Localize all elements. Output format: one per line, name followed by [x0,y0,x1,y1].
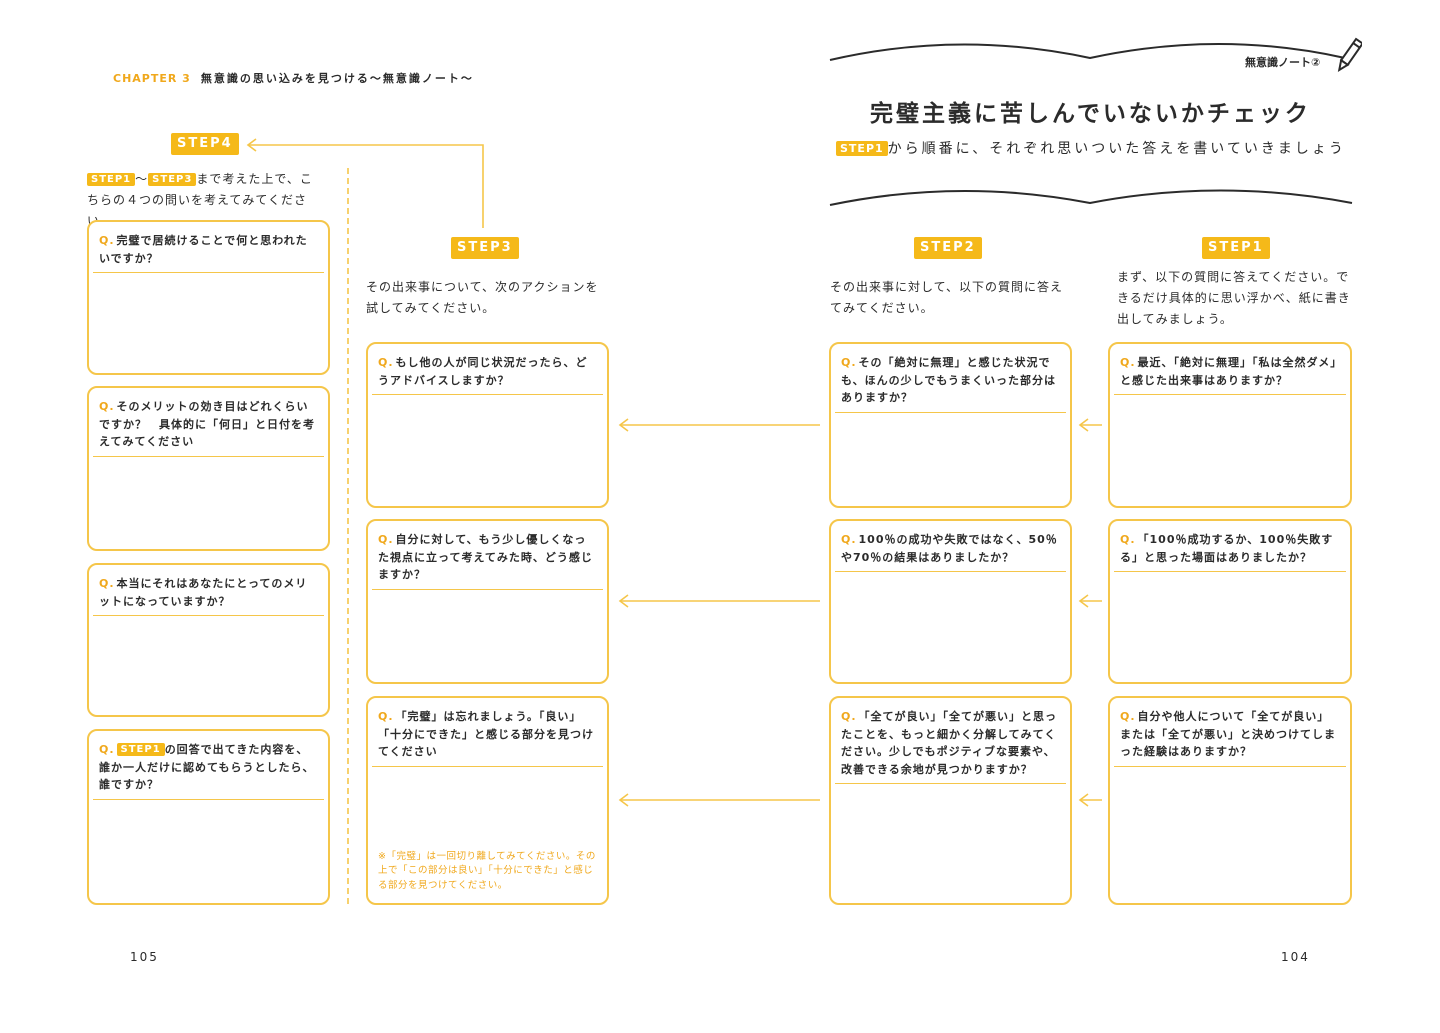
step1-mini-badge: STEP1 [116,743,165,756]
answer-divider [93,615,324,616]
step1-question-card-3[interactable]: Q.自分や他人について「全てが良い」または「全てが悪い」と決めつけてしまった経験… [1108,696,1352,905]
step2-intro: その出来事に対して、以下の質問に答えてみてください。 [830,280,1064,315]
answer-divider [835,412,1066,413]
step3-intro: その出来事について、次のアクションを試してみてください。 [366,280,599,315]
step1-mini-badge: STEP1 [87,173,136,186]
answer-divider [835,571,1066,572]
step2-question-card-2[interactable]: Q.100％の成功や失敗ではなく、50％や70％の結果はありましたか？ [829,519,1072,684]
intro-separator: 〜 [135,172,149,186]
page-number-right: 104 [1281,950,1310,964]
answer-divider [1114,766,1346,767]
notebook-bottom-curve [829,189,1353,206]
question-text: Q.自分に対して、もう少し優しくなった視点に立って考えてみた時、どう感じますか？ [378,533,593,581]
step3-question-card-2[interactable]: Q.自分に対して、もう少し優しくなった視点に立って考えてみた時、どう感じますか？ [366,519,609,684]
intro-line-1: まで考えた上で、こ [196,172,313,186]
question-text: Q.「完璧」は忘れましょう。「良い」「十分にできた」と感じる部分を見つけてくださ… [378,710,594,758]
answer-divider [835,783,1066,784]
step1-question-card-1[interactable]: Q.最近、「絶対に無理」「私は全然ダメ」と感じた出来事はありますか？ [1108,342,1352,508]
chapter-label: CHAPTER 3 [113,72,191,85]
question-text: Q.その「絶対に無理」と感じた状況でも、ほんの少しでもうまくいった部分はあります… [841,356,1057,404]
question-text: Q.自分や他人について「全てが良い」または「全てが悪い」と決めつけてしまった経験… [1120,710,1336,758]
answer-divider [372,394,603,395]
step3-question-card-1[interactable]: Q.もし他の人が同じ状況だったら、どうアドバイスしますか？ [366,342,609,508]
chapter-title: 無意識の思い込みを見つける〜無意識ノート〜 [200,72,474,85]
question-text: Q.本当にそれはあなたにとってのメリットになっていますか？ [99,577,308,608]
step4-question-card-2[interactable]: Q.そのメリットの効き目はどれくらいですか？ 具体的に「何日」と日付を考えてみて… [87,386,330,551]
step1-intro: まず、以下の質問に答えてください。できるだけ具体的に思い浮かべ、紙に書き出してみ… [1117,270,1351,326]
step1-badge: STEP1 [1202,237,1270,259]
chapter-header: CHAPTER 3 無意識の思い込みを見つける〜無意識ノート〜 [113,70,474,86]
pencil-icon [1337,37,1362,72]
step3-note: ※「完璧」は一回切り離してみてください。その上で「この部分は良い」「十分にできた… [378,850,596,891]
question-text: Q.100％の成功や失敗ではなく、50％や70％の結果はありましたか？ [841,533,1058,564]
step4-badge: STEP4 [171,133,239,155]
step1-question-card-2[interactable]: Q.「100％成功するか、100％失敗する」と思った場面はありましたか？ [1108,519,1352,684]
question-text: Q.最近、「絶対に無理」「私は全然ダメ」と感じた出来事はありますか？ [1120,356,1337,387]
step2-badge: STEP2 [914,237,982,259]
question-text: Q.「100％成功するか、100％失敗する」と思った場面はありましたか？ [1120,533,1334,564]
step3-question-card-3[interactable]: Q.「完璧」は忘れましょう。「良い」「十分にできた」と感じる部分を見つけてくださ… [366,696,609,905]
answer-divider [93,272,324,273]
step4-question-card-1[interactable]: Q.完璧で居続けることで何と思われたいですか？ [87,220,330,375]
answer-divider [93,799,324,800]
question-text: Q.もし他の人が同じ状況だったら、どうアドバイスしますか？ [378,356,588,387]
question-text: Q.完璧で居続けることで何と思われたいですか？ [99,234,308,265]
notebook-label: 無意識ノート② [1245,56,1321,69]
notebook-top-curve [829,43,1346,61]
answer-divider [1114,394,1346,395]
page-number-left: 105 [130,950,159,964]
answer-divider [1114,571,1346,572]
page-title: 完璧主義に苦しんでいないかチェック [870,101,1311,127]
answer-divider [372,589,603,590]
step4-question-card-3[interactable]: Q.本当にそれはあなたにとってのメリットになっていますか？ [87,563,330,717]
step3-mini-badge: STEP3 [148,173,197,186]
step1-mini-badge: STEP1 [836,141,888,156]
question-text: Q.「全てが良い」「全てが悪い」と思ったことを、もっと細かく分解してみてください… [841,710,1058,776]
step2-question-card-1[interactable]: Q.その「絶対に無理」と感じた状況でも、ほんの少しでもうまくいった部分はあります… [829,342,1072,508]
answer-divider [93,456,324,457]
question-text: Q.そのメリットの効き目はどれくらいですか？ 具体的に「何日」と日付を考えてみて… [99,400,315,448]
answer-divider [372,766,603,767]
subtitle-text: から順番に、それぞれ思いついた答えを書いていきましょう [887,141,1346,157]
step3-badge: STEP3 [451,237,519,259]
step2-question-card-3[interactable]: Q.「全てが良い」「全てが悪い」と思ったことを、もっと細かく分解してみてください… [829,696,1072,905]
